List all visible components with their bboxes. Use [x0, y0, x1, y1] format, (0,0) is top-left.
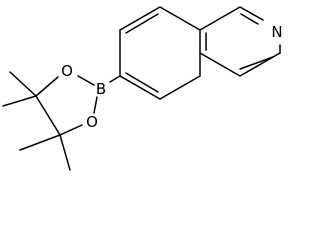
chemical-structure-diagram: N B O O: [2, 6, 283, 171]
bond-c6-c5: [119, 75, 161, 100]
bond-methyl-3: [19, 134, 61, 151]
bond-c8a-c1: [199, 6, 241, 31]
bond-oxygen-top-carbon: [35, 76, 59, 97]
bond-c1-n2-inner: [240, 13, 259, 25]
oxygen-bottom-atom-label: O: [86, 113, 98, 131]
bond-c8-c7-inner: [125, 13, 159, 34]
bond-methyl-4: [59, 134, 71, 171]
pyridine-ring: [199, 6, 281, 77]
oxygen-top-atom-label: O: [61, 62, 73, 80]
bond-methyl-2: [2, 95, 37, 107]
bond-boron-oxygen-bottom: [93, 96, 98, 114]
bond-c3-c4-inner: [239, 56, 274, 70]
bond-carbon-carbon: [35, 95, 61, 136]
nitrogen-atom-label: N: [271, 23, 282, 41]
bond-c8a-c8: [159, 6, 201, 31]
boron-atom-label: B: [96, 80, 106, 98]
bond-c3-c4: [239, 52, 281, 77]
methyl-groups: [2, 71, 71, 171]
bond-c4-c4a: [199, 52, 241, 77]
bond-c5-c4a: [159, 75, 201, 100]
bond-methyl-1: [9, 71, 37, 97]
bond-c6-c5-inner: [125, 72, 159, 93]
benzene-ring: [119, 6, 207, 100]
bond-boron-oxygen-top: [77, 75, 95, 86]
bond-c1-n2: [239, 6, 264, 21]
dioxaborolane-ring: [35, 75, 98, 136]
bond-c6-boron: [109, 75, 121, 83]
bond-c8-c7: [119, 6, 161, 31]
bond-oxygen-bottom-carbon: [59, 124, 83, 136]
